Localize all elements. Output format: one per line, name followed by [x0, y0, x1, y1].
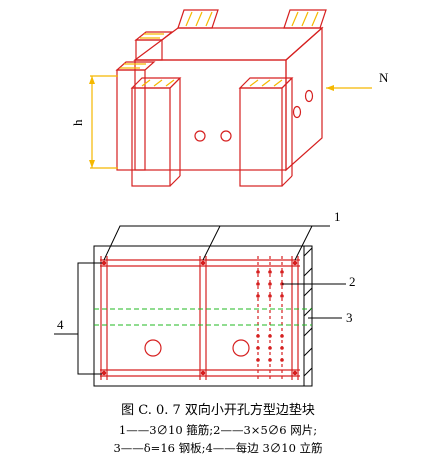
- block-side-face: [285, 26, 323, 172]
- block-3d-view: h N: [70, 9, 389, 187]
- rear-lug-left: [177, 9, 219, 29]
- left-step-block: [134, 31, 174, 41]
- label-h: h: [70, 119, 85, 126]
- label-4: 4: [57, 317, 64, 332]
- stirrups: [100, 256, 300, 380]
- side-hole-upper: [304, 89, 314, 103]
- label-n: N: [379, 70, 389, 85]
- front-hole-left: [194, 130, 206, 142]
- leader-4: 4: [54, 262, 102, 375]
- block-front-face: [134, 59, 287, 171]
- steel-plate: [303, 245, 313, 387]
- steel-plate-hatch: [303, 247, 313, 377]
- leader-3: 3: [308, 310, 353, 325]
- plan-view: 1 2 3 4: [54, 209, 356, 387]
- leader-1: 1: [103, 209, 341, 261]
- left-step-block-front: [135, 39, 163, 61]
- plan-hole-left: [144, 339, 162, 357]
- dimension-h: h: [70, 75, 118, 169]
- leader-2: 2: [282, 274, 356, 289]
- plan-outer-frame: [93, 245, 313, 387]
- left-back-column: [116, 69, 146, 171]
- rear-lug-right: [283, 9, 327, 29]
- plan-hole-right: [232, 339, 250, 357]
- front-hole-right: [220, 130, 232, 142]
- front-left-column-top: [130, 77, 182, 89]
- mesh-panel: [256, 256, 284, 380]
- caption-title: 图 C. 0. 7 双向小开孔方型边垫块: [121, 402, 315, 418]
- front-left-column: [131, 87, 171, 187]
- block-top-face: [133, 27, 324, 61]
- caption-line-1: 1——3∅10 箍筋;2——3×5∅6 网片;: [119, 423, 317, 437]
- caption: 图 C. 0. 7 双向小开孔方型边垫块 1——3∅10 箍筋;2——3×5∅6…: [113, 402, 322, 455]
- label-3: 3: [346, 310, 353, 325]
- load-arrows: [120, 11, 319, 87]
- label-1: 1: [334, 209, 341, 224]
- front-right-column: [239, 87, 283, 187]
- vertical-bars: [101, 260, 298, 376]
- force-n-arrow: N: [326, 70, 389, 91]
- label-2: 2: [349, 274, 356, 289]
- caption-line-2: 3——δ=16 钢板;4——每边 3∅10 立筋: [113, 441, 322, 455]
- side-hole-lower: [292, 105, 302, 119]
